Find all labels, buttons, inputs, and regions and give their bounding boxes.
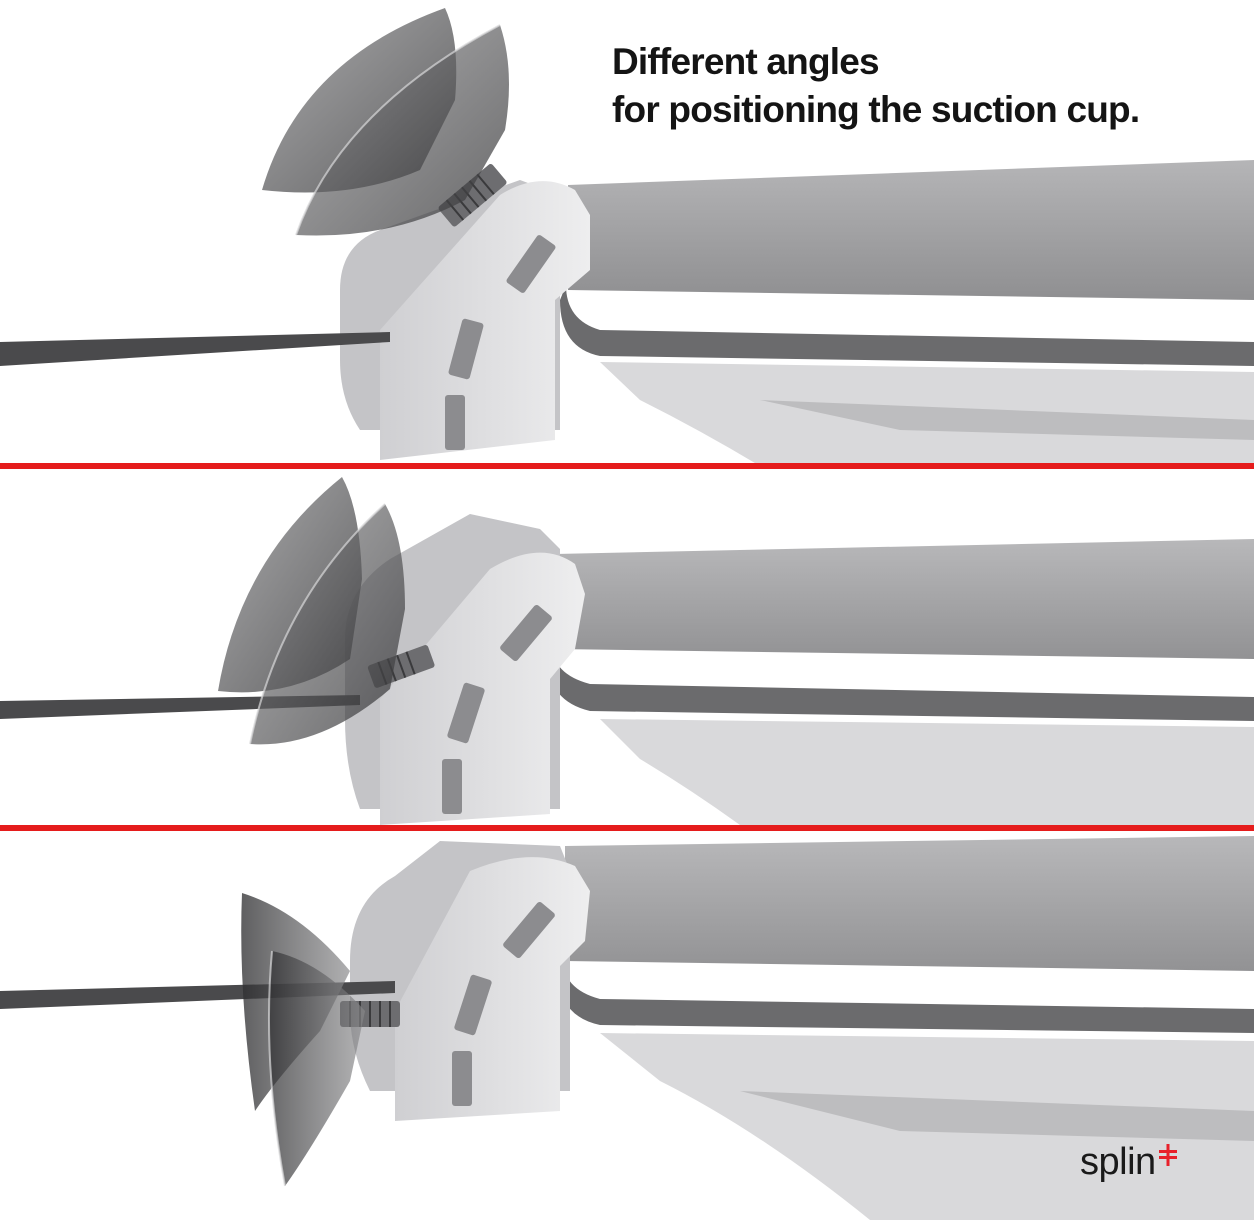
headline-line-2: for positioning the suction cup. (612, 89, 1140, 130)
hinge-slot-1 (506, 235, 556, 293)
hinge-slot-3 (452, 1051, 472, 1106)
suction-cup-rim (295, 24, 501, 236)
rod (0, 332, 390, 366)
divider-1 (0, 463, 1254, 469)
brand-mark-icon (1158, 1144, 1177, 1166)
headline-line-1: Different angles (612, 41, 880, 82)
hinge-slot-2 (454, 974, 492, 1036)
illustration-angle-straight (0, 836, 1254, 1220)
board-edge (560, 285, 1254, 366)
board-top-surface (555, 539, 1254, 659)
divider-2 (0, 825, 1254, 831)
board-top-surface (568, 160, 1254, 300)
suction-cup-front (268, 951, 365, 1186)
hinge-slot-1 (503, 901, 555, 959)
panel-cup-angle-mid (0, 469, 1254, 825)
board-underside (600, 719, 1254, 825)
panel-cup-angle-up (0, 0, 1254, 466)
board-top-surface (565, 836, 1254, 971)
illustration-angle-up (0, 8, 1254, 466)
suction-cup-front (296, 25, 509, 236)
illustration-angle-mid (0, 477, 1254, 825)
brand-logo: splin (1080, 1140, 1179, 1190)
suction-cup-rim (267, 950, 286, 1187)
suction-cup-front (250, 504, 405, 745)
panel-cup-angle-straight (0, 831, 1254, 1220)
headline: Different angles for positioning the suc… (612, 38, 1242, 134)
board-edge (558, 956, 1254, 1033)
hinge-slot-2 (447, 682, 485, 744)
hinge-slot-1 (500, 604, 552, 662)
hinge-slot-2 (448, 318, 484, 380)
board-shadow (740, 1091, 1254, 1141)
board-edge (548, 644, 1254, 721)
brand-wordmark: splin (1080, 1141, 1156, 1183)
hinge-slot-3 (445, 395, 465, 450)
hinge-slot-3 (442, 759, 462, 814)
suction-cup-rim (249, 503, 386, 745)
board-shadow (760, 400, 1254, 440)
